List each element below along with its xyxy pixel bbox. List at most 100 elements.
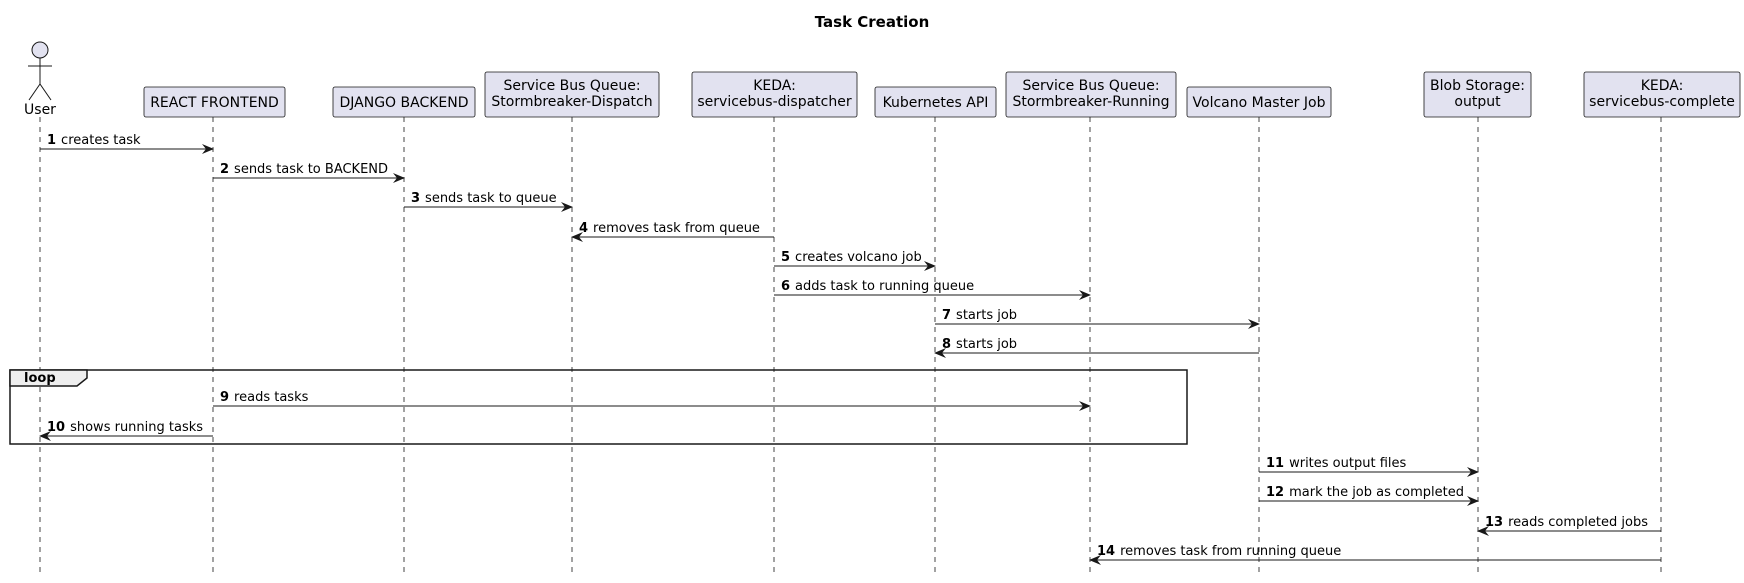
message-label: 7 starts job <box>942 308 1017 323</box>
participant-label: Stormbreaker-Running <box>1012 94 1169 110</box>
message-text: removes task from queue <box>593 221 760 236</box>
participant-label: Blob Storage: <box>1430 78 1525 94</box>
message-number: 12 <box>1266 485 1284 500</box>
message-label: 10 shows running tasks <box>47 420 203 435</box>
message-label: 11 writes output files <box>1266 456 1406 471</box>
message-text: sends task to queue <box>425 191 557 206</box>
message-text: reads tasks <box>234 390 309 405</box>
participant-k8s: Kubernetes API <box>874 86 997 118</box>
actor-head-icon <box>31 41 49 59</box>
participant-label: Kubernetes API <box>883 95 989 111</box>
loop-frame-border <box>9 369 1188 445</box>
participant-keda_dispatcher: KEDA:servicebus-dispatcher <box>691 71 858 118</box>
participant-label: Service Bus Queue: <box>1022 78 1159 94</box>
message-text: starts job <box>956 308 1017 323</box>
message-number: 1 <box>47 133 56 148</box>
message-number: 9 <box>220 390 229 405</box>
actor-leg-icon <box>28 83 41 101</box>
participant-box <box>1005 71 1177 118</box>
participant-box <box>1583 71 1741 118</box>
participant-box <box>874 86 997 118</box>
participant-sbq_running: Service Bus Queue:Stormbreaker-Running <box>1005 71 1177 118</box>
participant-react: REACT FRONTEND <box>143 86 286 118</box>
message-text: starts job <box>956 337 1017 352</box>
participant-box <box>484 71 660 118</box>
participant-label: output <box>1454 94 1501 110</box>
message-label: 8 starts job <box>942 337 1017 352</box>
message-1: 1 creates task <box>40 133 214 154</box>
message-3: 3 sends task to queue <box>404 191 573 212</box>
participant-user: User <box>24 41 56 118</box>
message-label: 1 creates task <box>47 133 141 148</box>
message-number: 3 <box>411 191 420 206</box>
message-number: 11 <box>1266 456 1284 471</box>
participant-box <box>1186 86 1332 118</box>
message-number: 6 <box>781 279 790 294</box>
participant-label: KEDA: <box>1641 78 1684 94</box>
loop-frame: loop <box>9 369 1188 445</box>
message-4: 4 removes task from queue <box>571 221 774 242</box>
message-text: mark the job as completed <box>1289 485 1464 500</box>
participant-label: Service Bus Queue: <box>503 78 640 94</box>
message-number: 7 <box>942 308 951 323</box>
lifelines <box>39 117 1662 575</box>
message-label: 9 reads tasks <box>220 390 309 405</box>
message-text: reads completed jobs <box>1508 515 1648 530</box>
participants: User REACT FRONTEND DJANGO BACKEND Service … <box>24 41 1741 118</box>
participant-label: KEDA: <box>753 78 796 94</box>
message-number: 8 <box>942 337 951 352</box>
participant-keda_complete: KEDA:servicebus-complete <box>1583 71 1741 118</box>
participant-label: Volcano Master Job <box>1193 95 1326 111</box>
message-text: sends task to BACKEND <box>234 162 388 177</box>
message-13: 13 reads completed jobs <box>1477 515 1661 536</box>
participant-django: DJANGO BACKEND <box>332 86 476 118</box>
diagram-title: Task Creation <box>815 13 930 31</box>
actor-leg-icon <box>39 83 52 101</box>
message-label: 5 creates volcano job <box>781 250 922 265</box>
participant-label: servicebus-complete <box>1589 94 1735 110</box>
message-2: 2 sends task to BACKEND <box>213 162 405 183</box>
message-number: 2 <box>220 162 229 177</box>
participant-box <box>691 71 858 118</box>
messages: 1 creates task 2 sends task to BACKEND 3 send… <box>39 133 1661 565</box>
message-number: 13 <box>1485 515 1503 530</box>
message-text: removes task from running queue <box>1120 544 1341 559</box>
message-label: 4 removes task from queue <box>579 221 760 236</box>
loop-label: loop <box>24 371 56 386</box>
participant-label: User <box>24 102 56 118</box>
message-label: 6 adds task to running queue <box>781 279 974 294</box>
participant-label: Stormbreaker-Dispatch <box>491 94 652 110</box>
participant-box <box>332 86 476 118</box>
message-label: 13 reads completed jobs <box>1485 515 1648 530</box>
message-text: creates task <box>61 133 141 148</box>
message-label: 2 sends task to BACKEND <box>220 162 388 177</box>
message-text: adds task to running queue <box>795 279 974 294</box>
message-text: shows running tasks <box>70 420 203 435</box>
message-number: 10 <box>47 420 65 435</box>
loop-label-tab <box>9 369 88 387</box>
participant-sbq_dispatch: Service Bus Queue:Stormbreaker-Dispatch <box>484 71 660 118</box>
message-text: creates volcano job <box>795 250 922 265</box>
participant-label: DJANGO BACKEND <box>339 95 468 111</box>
message-label: 12 mark the job as completed <box>1266 485 1464 500</box>
message-7: 7 starts job <box>935 308 1260 329</box>
participant-box <box>143 86 286 118</box>
message-number: 4 <box>579 221 588 236</box>
message-11: 11 writes output files <box>1259 456 1479 477</box>
message-5: 5 creates volcano job <box>774 250 936 271</box>
message-text: writes output files <box>1289 456 1406 471</box>
participant-label: REACT FRONTEND <box>150 95 279 111</box>
message-9: 9 reads tasks <box>213 390 1091 411</box>
message-8: 8 starts job <box>934 337 1259 358</box>
message-number: 5 <box>781 250 790 265</box>
message-6: 6 adds task to running queue <box>774 279 1091 300</box>
participant-box <box>1423 71 1532 118</box>
message-label: 3 sends task to queue <box>411 191 557 206</box>
participant-label: servicebus-dispatcher <box>697 94 851 110</box>
message-12: 12 mark the job as completed <box>1259 485 1479 506</box>
message-10: 10 shows running tasks <box>39 420 213 441</box>
participant-blob: Blob Storage:output <box>1423 71 1532 118</box>
